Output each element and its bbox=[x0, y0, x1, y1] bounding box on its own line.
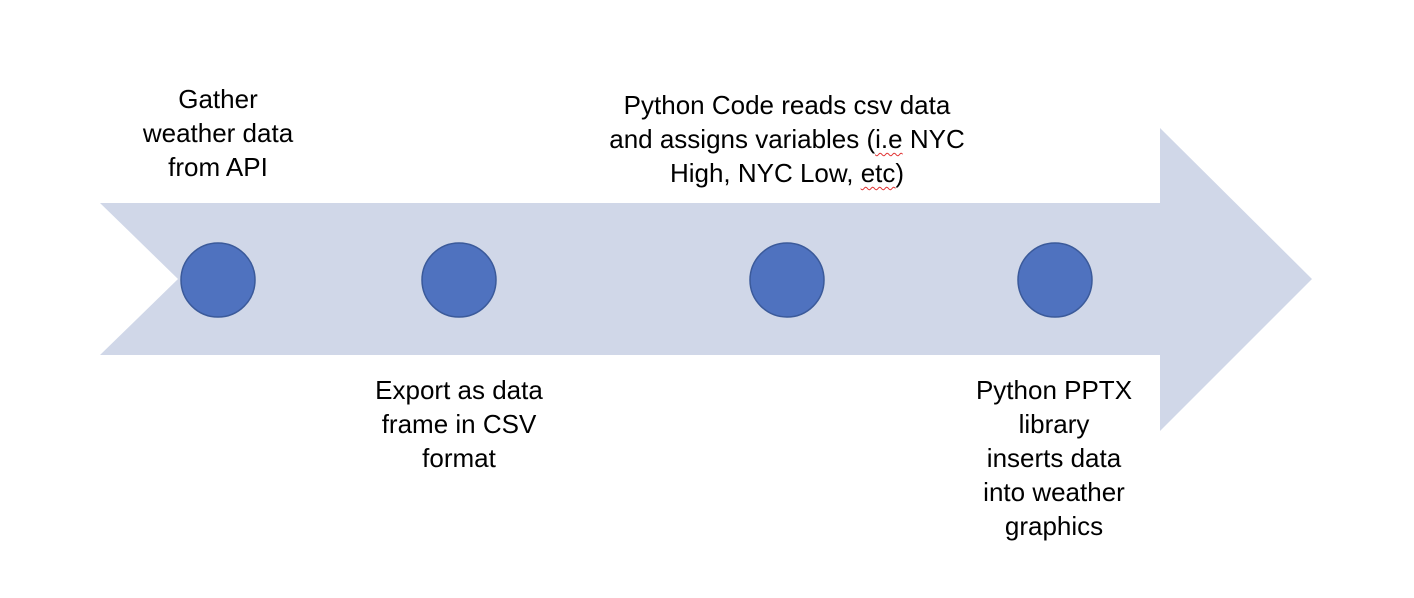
step-2-marker bbox=[421, 242, 497, 318]
step-4-label: Python PPTX library inserts data into we… bbox=[954, 373, 1154, 543]
timeline-arrow bbox=[100, 128, 1312, 431]
step-3-marker bbox=[749, 242, 825, 318]
step-4-line-2: library bbox=[1018, 409, 1090, 439]
step-4-line-5: graphics bbox=[1004, 511, 1104, 541]
step-1-marker bbox=[180, 242, 256, 318]
step-2-line-3: format bbox=[422, 443, 496, 473]
step-2-label: Export as data frame in CSV format bbox=[349, 373, 569, 475]
step-4-line-4: into weather bbox=[983, 477, 1125, 507]
step-1-line-3: from API bbox=[168, 152, 268, 182]
step-2-line-2: frame in CSV bbox=[381, 409, 537, 439]
step-2-line-1: Export as data bbox=[375, 375, 543, 405]
step-1-label: Gather weather data from API bbox=[118, 82, 318, 184]
step-3-line-3: High, NYC Low, etc) bbox=[669, 158, 905, 188]
step-4-marker bbox=[1017, 242, 1093, 318]
step-1-line-1: Gather bbox=[178, 84, 258, 114]
step-3-label: Python Code reads csv data and assigns v… bbox=[587, 88, 987, 190]
step-1-line-2: weather data bbox=[142, 118, 294, 148]
step-4-line-3: inserts data bbox=[986, 443, 1122, 473]
step-4-line-1: Python PPTX bbox=[975, 375, 1133, 405]
step-3-line-2: and assigns variables (i.e NYC bbox=[609, 124, 965, 154]
step-3-line-1: Python Code reads csv data bbox=[623, 90, 951, 120]
